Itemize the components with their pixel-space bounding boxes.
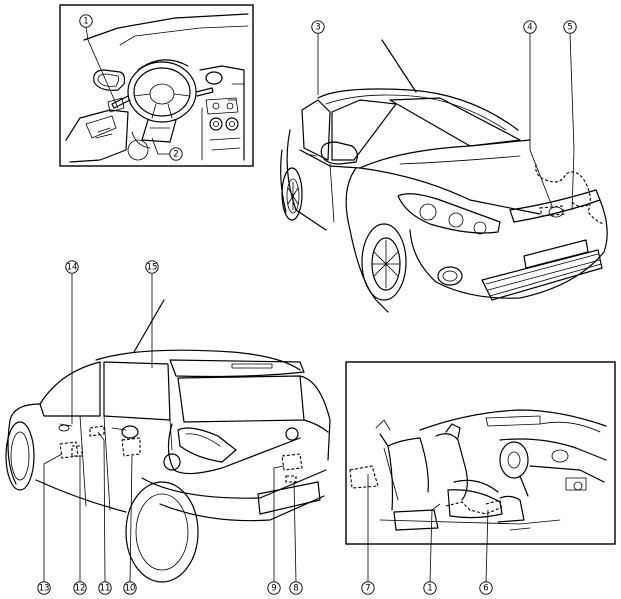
svg-text:1: 1 bbox=[83, 17, 88, 27]
callout-11: 11 bbox=[98, 581, 112, 595]
callout-15: 15 bbox=[145, 260, 159, 274]
callout-7: 7 bbox=[361, 581, 375, 595]
svg-text:1: 1 bbox=[427, 584, 432, 594]
callout-4: 4 bbox=[523, 20, 537, 34]
callout-6: 6 bbox=[479, 581, 493, 595]
svg-text:2: 2 bbox=[173, 150, 178, 160]
svg-text:4: 4 bbox=[527, 23, 532, 33]
svg-text:12: 12 bbox=[75, 584, 86, 594]
cockpit-inset bbox=[59, 4, 254, 167]
callout-10: 10 bbox=[123, 581, 137, 595]
interior-inset bbox=[345, 361, 616, 583]
svg-text:5: 5 bbox=[567, 23, 572, 33]
rear-car-view bbox=[5, 274, 331, 583]
callout-13: 13 bbox=[37, 581, 51, 595]
callout-3: 3 bbox=[311, 20, 325, 34]
callout-8: 8 bbox=[289, 581, 303, 595]
svg-text:7: 7 bbox=[365, 584, 370, 594]
svg-text:15: 15 bbox=[147, 263, 158, 273]
front-car-view bbox=[280, 32, 608, 313]
callout-1-inset: 1 bbox=[79, 14, 93, 28]
callout-9: 9 bbox=[267, 581, 281, 595]
callout-5: 5 bbox=[563, 20, 577, 34]
svg-text:3: 3 bbox=[315, 23, 320, 33]
callout-2: 2 bbox=[169, 147, 183, 161]
callout-14: 14 bbox=[65, 260, 79, 274]
svg-text:13: 13 bbox=[39, 584, 50, 594]
callout-12: 12 bbox=[73, 581, 87, 595]
svg-text:9: 9 bbox=[271, 584, 276, 594]
svg-text:8: 8 bbox=[293, 584, 298, 594]
svg-text:14: 14 bbox=[67, 263, 78, 273]
svg-text:6: 6 bbox=[483, 584, 488, 594]
svg-text:11: 11 bbox=[100, 584, 111, 594]
svg-text:10: 10 bbox=[125, 584, 136, 594]
callout-1-interior: 1 bbox=[423, 581, 437, 595]
